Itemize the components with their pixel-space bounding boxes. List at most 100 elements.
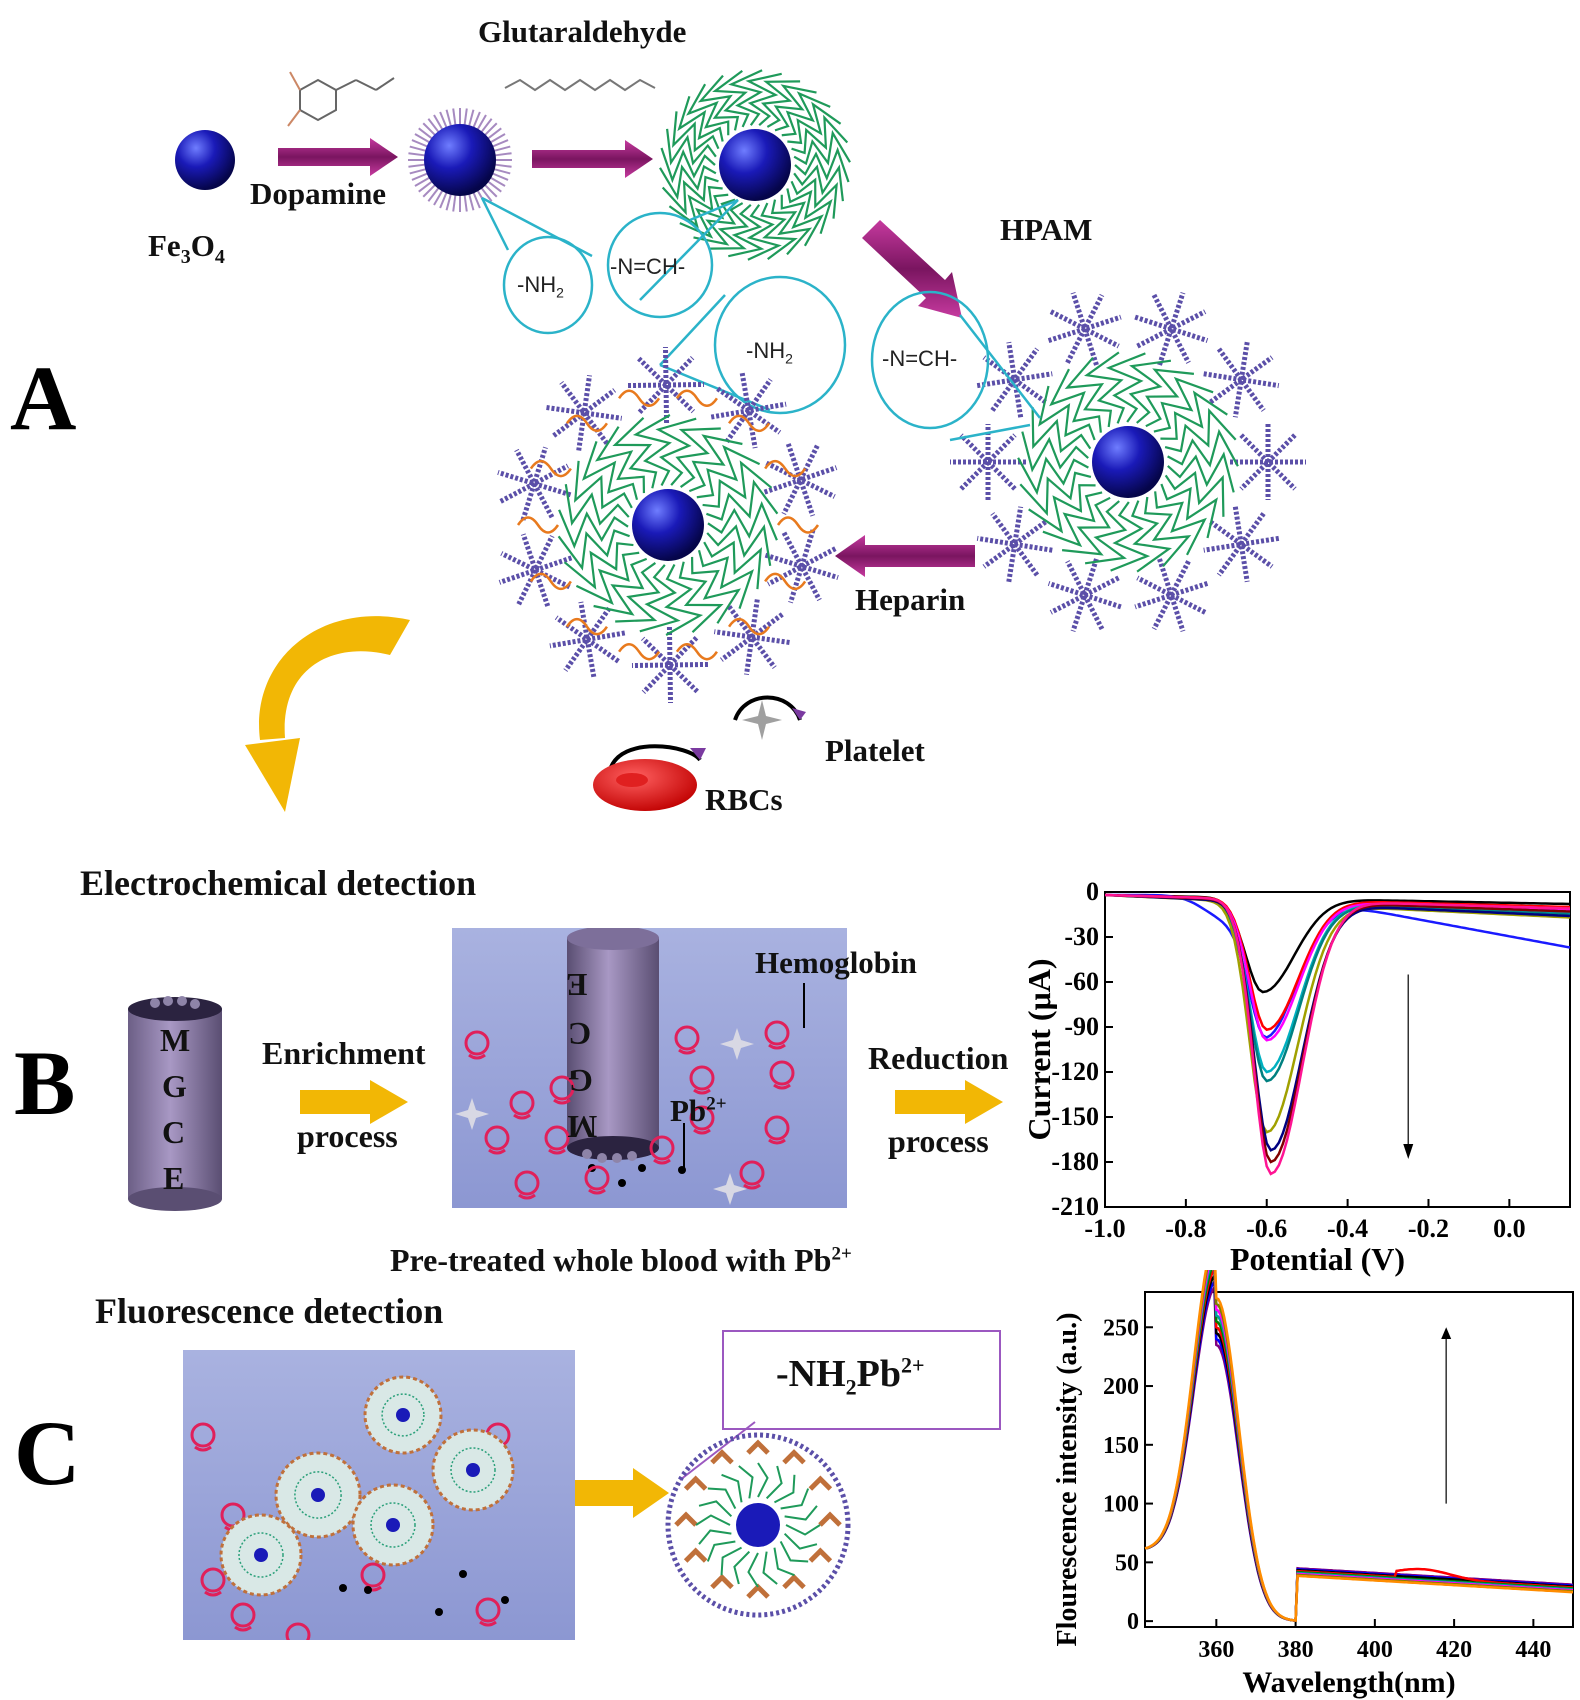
swv-xtick-label: -0.6: [1246, 1214, 1287, 1243]
electrode-letter-g: G: [162, 1068, 187, 1104]
ga-modified-nanoparticle: [659, 69, 851, 261]
flu-series-line: [1145, 1272, 1574, 1622]
callout-text-nch-2: -N=CH-: [882, 346, 958, 371]
label-nh2pb: -NH2Pb2+: [776, 1352, 925, 1400]
flu-xtick-label: 360: [1198, 1637, 1234, 1663]
callout-nch-2: [870, 290, 1041, 442]
swv-xtick-label: -1.0: [1084, 1214, 1125, 1243]
whole-blood-scene: [455, 928, 805, 1205]
swv-ytick-label: -150: [1051, 1102, 1099, 1131]
flu-xtick-label: 420: [1436, 1637, 1472, 1663]
label-process-1: process: [297, 1118, 398, 1154]
flu-series-line: [1145, 1278, 1574, 1622]
flu-series-line: [1144, 1270, 1574, 1622]
electrode-letter-c: C: [162, 1114, 186, 1150]
flu-series-line: [1145, 1270, 1574, 1622]
swv-ytick-label: -60: [1064, 967, 1099, 996]
label-platelet: Platelet: [825, 733, 925, 768]
swv-chart: -1.0 -0.8 -0.6 -0.4 -0.2 0.0 0 -30 -60 -90 -120 -15…: [1021, 880, 1571, 1277]
rbc-cell-icon: [593, 759, 697, 811]
yellow-curved-arrow: [245, 616, 410, 812]
flu-xlabel: Wavelength(nm): [1242, 1666, 1455, 1699]
arrow-hpam: [862, 220, 962, 318]
swv-xtick-label: 0.0: [1493, 1214, 1526, 1243]
hpam-modified-nanoparticle: [950, 291, 1306, 633]
electrode-letter-m-rot: M: [567, 1109, 598, 1145]
flu-xtick-label: 380: [1278, 1637, 1314, 1663]
label-pb: Pb2+: [670, 1093, 727, 1128]
arrow-reduction: [895, 1080, 1003, 1124]
swv-series-line: [1104, 893, 1571, 1074]
flu-ytick-label: 150: [1103, 1433, 1139, 1459]
flu-series-line: [1144, 1270, 1574, 1622]
swv-ytick-label: 0: [1086, 880, 1099, 906]
electrode-letter-m: M: [160, 1022, 191, 1058]
swv-xtick-label: -0.8: [1165, 1214, 1206, 1243]
dopamine-molecule-icon: [287, 71, 395, 127]
flu-ytick-label: 200: [1103, 1374, 1139, 1400]
swv-series-line: [1104, 893, 1571, 1176]
arrow-fluorescence: [575, 1468, 669, 1518]
label-reduction: Reduction: [868, 1040, 1009, 1076]
callout-text-nch-1: -N=CH-: [610, 254, 686, 279]
panel-label-b: B: [14, 1032, 76, 1134]
arrow-enrichment: [300, 1080, 408, 1124]
callout-nh2-1: [480, 196, 594, 335]
panel-label-a: A: [10, 347, 77, 449]
swv-ytick-label: -210: [1051, 1192, 1099, 1221]
label-enrichment: Enrichment: [262, 1035, 426, 1071]
swv-ytick-label: -180: [1051, 1147, 1099, 1176]
title-fluorescence: Fluorescence detection: [95, 1291, 444, 1331]
swv-ytick-label: -90: [1064, 1012, 1099, 1041]
label-heparin: Heparin: [855, 582, 966, 617]
title-electrochemical: Electrochemical detection: [80, 863, 477, 903]
swv-ytick-label: -30: [1064, 922, 1099, 951]
flu-ytick-label: 0: [1127, 1609, 1139, 1635]
arrow-glutaraldehyde: [532, 140, 653, 178]
callout-nch-1: [606, 198, 739, 319]
label-glutaraldehyde: Glutaraldehyde: [478, 14, 687, 49]
flu-series-line: [1144, 1270, 1574, 1622]
glutaraldehyde-molecule-icon: [504, 78, 656, 92]
swv-xtick-label: -0.4: [1327, 1214, 1368, 1243]
label-hpam: HPAM: [1000, 212, 1093, 247]
fluorescence-chart: 360 380 400 420 440 0 50 100 150 200 250Wavelength…: [1052, 1270, 1574, 1699]
rbc-repel-arc: [608, 744, 702, 771]
pb-bound-nanoparticle: [665, 1421, 851, 1618]
swv-xtick-label: -0.2: [1408, 1214, 1449, 1243]
pda-coated-nanoparticle: [408, 108, 512, 212]
nh2pb-label-box: [722, 1330, 1001, 1430]
callout-text-nh2-1: -NH2: [517, 272, 564, 301]
flu-xtick-label: 400: [1357, 1637, 1393, 1663]
label-fe3o4: Fe3O4: [148, 228, 225, 269]
flu-series-line: [1144, 1270, 1574, 1622]
caption-pretreated-blood: Pre-treated whole blood with Pb2+: [390, 1242, 852, 1278]
flu-series-line: [1145, 1284, 1574, 1622]
flu-ytick-label: 100: [1103, 1492, 1139, 1518]
electrode-letter-g-rot: G: [568, 1063, 593, 1099]
flu-ytick-label: 250: [1103, 1315, 1139, 1341]
flu-ylabel: Flourescence intensity (a.u.): [1052, 1313, 1083, 1647]
fluorescence-scene: [190, 1375, 515, 1640]
swv-xlabel: Potential (V): [1230, 1241, 1405, 1277]
callout-text-nh2-2: -NH2: [746, 338, 793, 367]
fe3o4-nanoparticle: [175, 130, 235, 190]
arrow-dopamine: [278, 138, 398, 176]
panel-a-scheme: [175, 69, 1306, 812]
flu-ytick-label: 50: [1115, 1550, 1139, 1576]
swv-ytick-label: -120: [1051, 1057, 1099, 1086]
flu-series-line: [1144, 1270, 1574, 1622]
swv-ylabel: Current (μA): [1021, 959, 1057, 1141]
electrode-letter-e-rot: E: [566, 967, 588, 1003]
electrode-letter-c-rot: C: [568, 1016, 592, 1052]
mgce-electrode: [128, 996, 222, 1211]
platelet-icon: [742, 700, 782, 740]
label-process-2: process: [888, 1123, 989, 1159]
flu-xtick-label: 440: [1515, 1637, 1551, 1663]
arrow-heparin: [835, 535, 975, 577]
panel-label-c: C: [14, 1402, 81, 1504]
label-rbcs: RBCs: [705, 782, 783, 817]
heparin-modified-nanoparticle: [497, 346, 839, 704]
label-hemoglobin: Hemoglobin: [755, 945, 917, 980]
electrode-letter-e: E: [163, 1160, 185, 1196]
